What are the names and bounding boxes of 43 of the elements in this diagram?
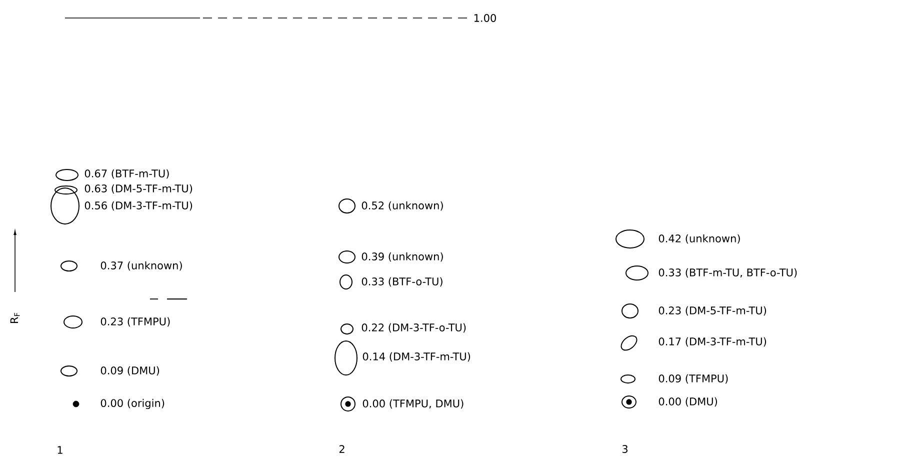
spot — [340, 274, 352, 290]
rf-value-label: 0.63 (DM-5-TF-m-TU) — [84, 184, 192, 194]
rf-value-label: 0.33 (BTF-o-TU) — [362, 277, 442, 287]
rf-value-label: 0.14 (DM-3-TF-m-TU) — [362, 352, 470, 362]
spot — [54, 185, 78, 194]
spot — [72, 400, 80, 408]
rf-value-label: 0.39 (unknown) — [362, 252, 443, 262]
rf-value-label: 0.09 (TFMPU) — [658, 374, 728, 384]
lane-number: 3 — [622, 445, 628, 453]
rf-value-label: 0.37 (unknown) — [100, 261, 182, 271]
spot — [338, 198, 356, 214]
spot — [50, 188, 80, 224]
lane-number: 2 — [339, 445, 344, 453]
rf-value-label: 0.00 (origin) — [100, 398, 164, 410]
rf-value-label: 0.22 (DM-3-TF-o-TU) — [362, 323, 466, 333]
spot — [340, 396, 356, 412]
axis-label: R$_{F}$ — [10, 312, 20, 323]
spot — [340, 323, 354, 334]
spot — [60, 365, 78, 376]
spot — [626, 265, 648, 280]
rf-value-label: 0.33 (BTF-m-TU, BTF-o-TU) — [658, 268, 797, 278]
rf-value-label: 0.09 (DMU) — [100, 366, 160, 376]
rf-value-label: 0.56 (DM-3-TF-m-TU) — [84, 201, 192, 211]
rf-value-label: 0.52 (unknown) — [362, 201, 443, 211]
rf-value-label: 0.00 (TFMPU, DMU) — [362, 399, 464, 409]
rf-value-label: 0.23 (TFMPU) — [100, 317, 170, 327]
rf-value-label: 0.17 (DM-3-TF-m-TU) — [658, 337, 766, 347]
front-value: 1.00 — [474, 14, 496, 22]
spot — [620, 335, 638, 351]
spot — [64, 316, 83, 328]
lane-number: 1 — [58, 446, 62, 454]
rf-value-label: 0.00 (DMU) — [658, 397, 718, 407]
spot — [56, 169, 79, 181]
rf-value-label: 0.67 (BTF-m-TU) — [84, 169, 169, 179]
spot — [334, 340, 358, 376]
spot — [616, 230, 644, 248]
rf-value-label: 0.23 (DM-5-TF-m-TU) — [658, 306, 766, 316]
spot — [60, 260, 78, 272]
rf-value-label: 0.42 (unknown) — [658, 234, 740, 244]
spot — [620, 374, 636, 384]
spot — [338, 250, 356, 264]
spot — [622, 303, 638, 318]
spot — [622, 395, 636, 408]
